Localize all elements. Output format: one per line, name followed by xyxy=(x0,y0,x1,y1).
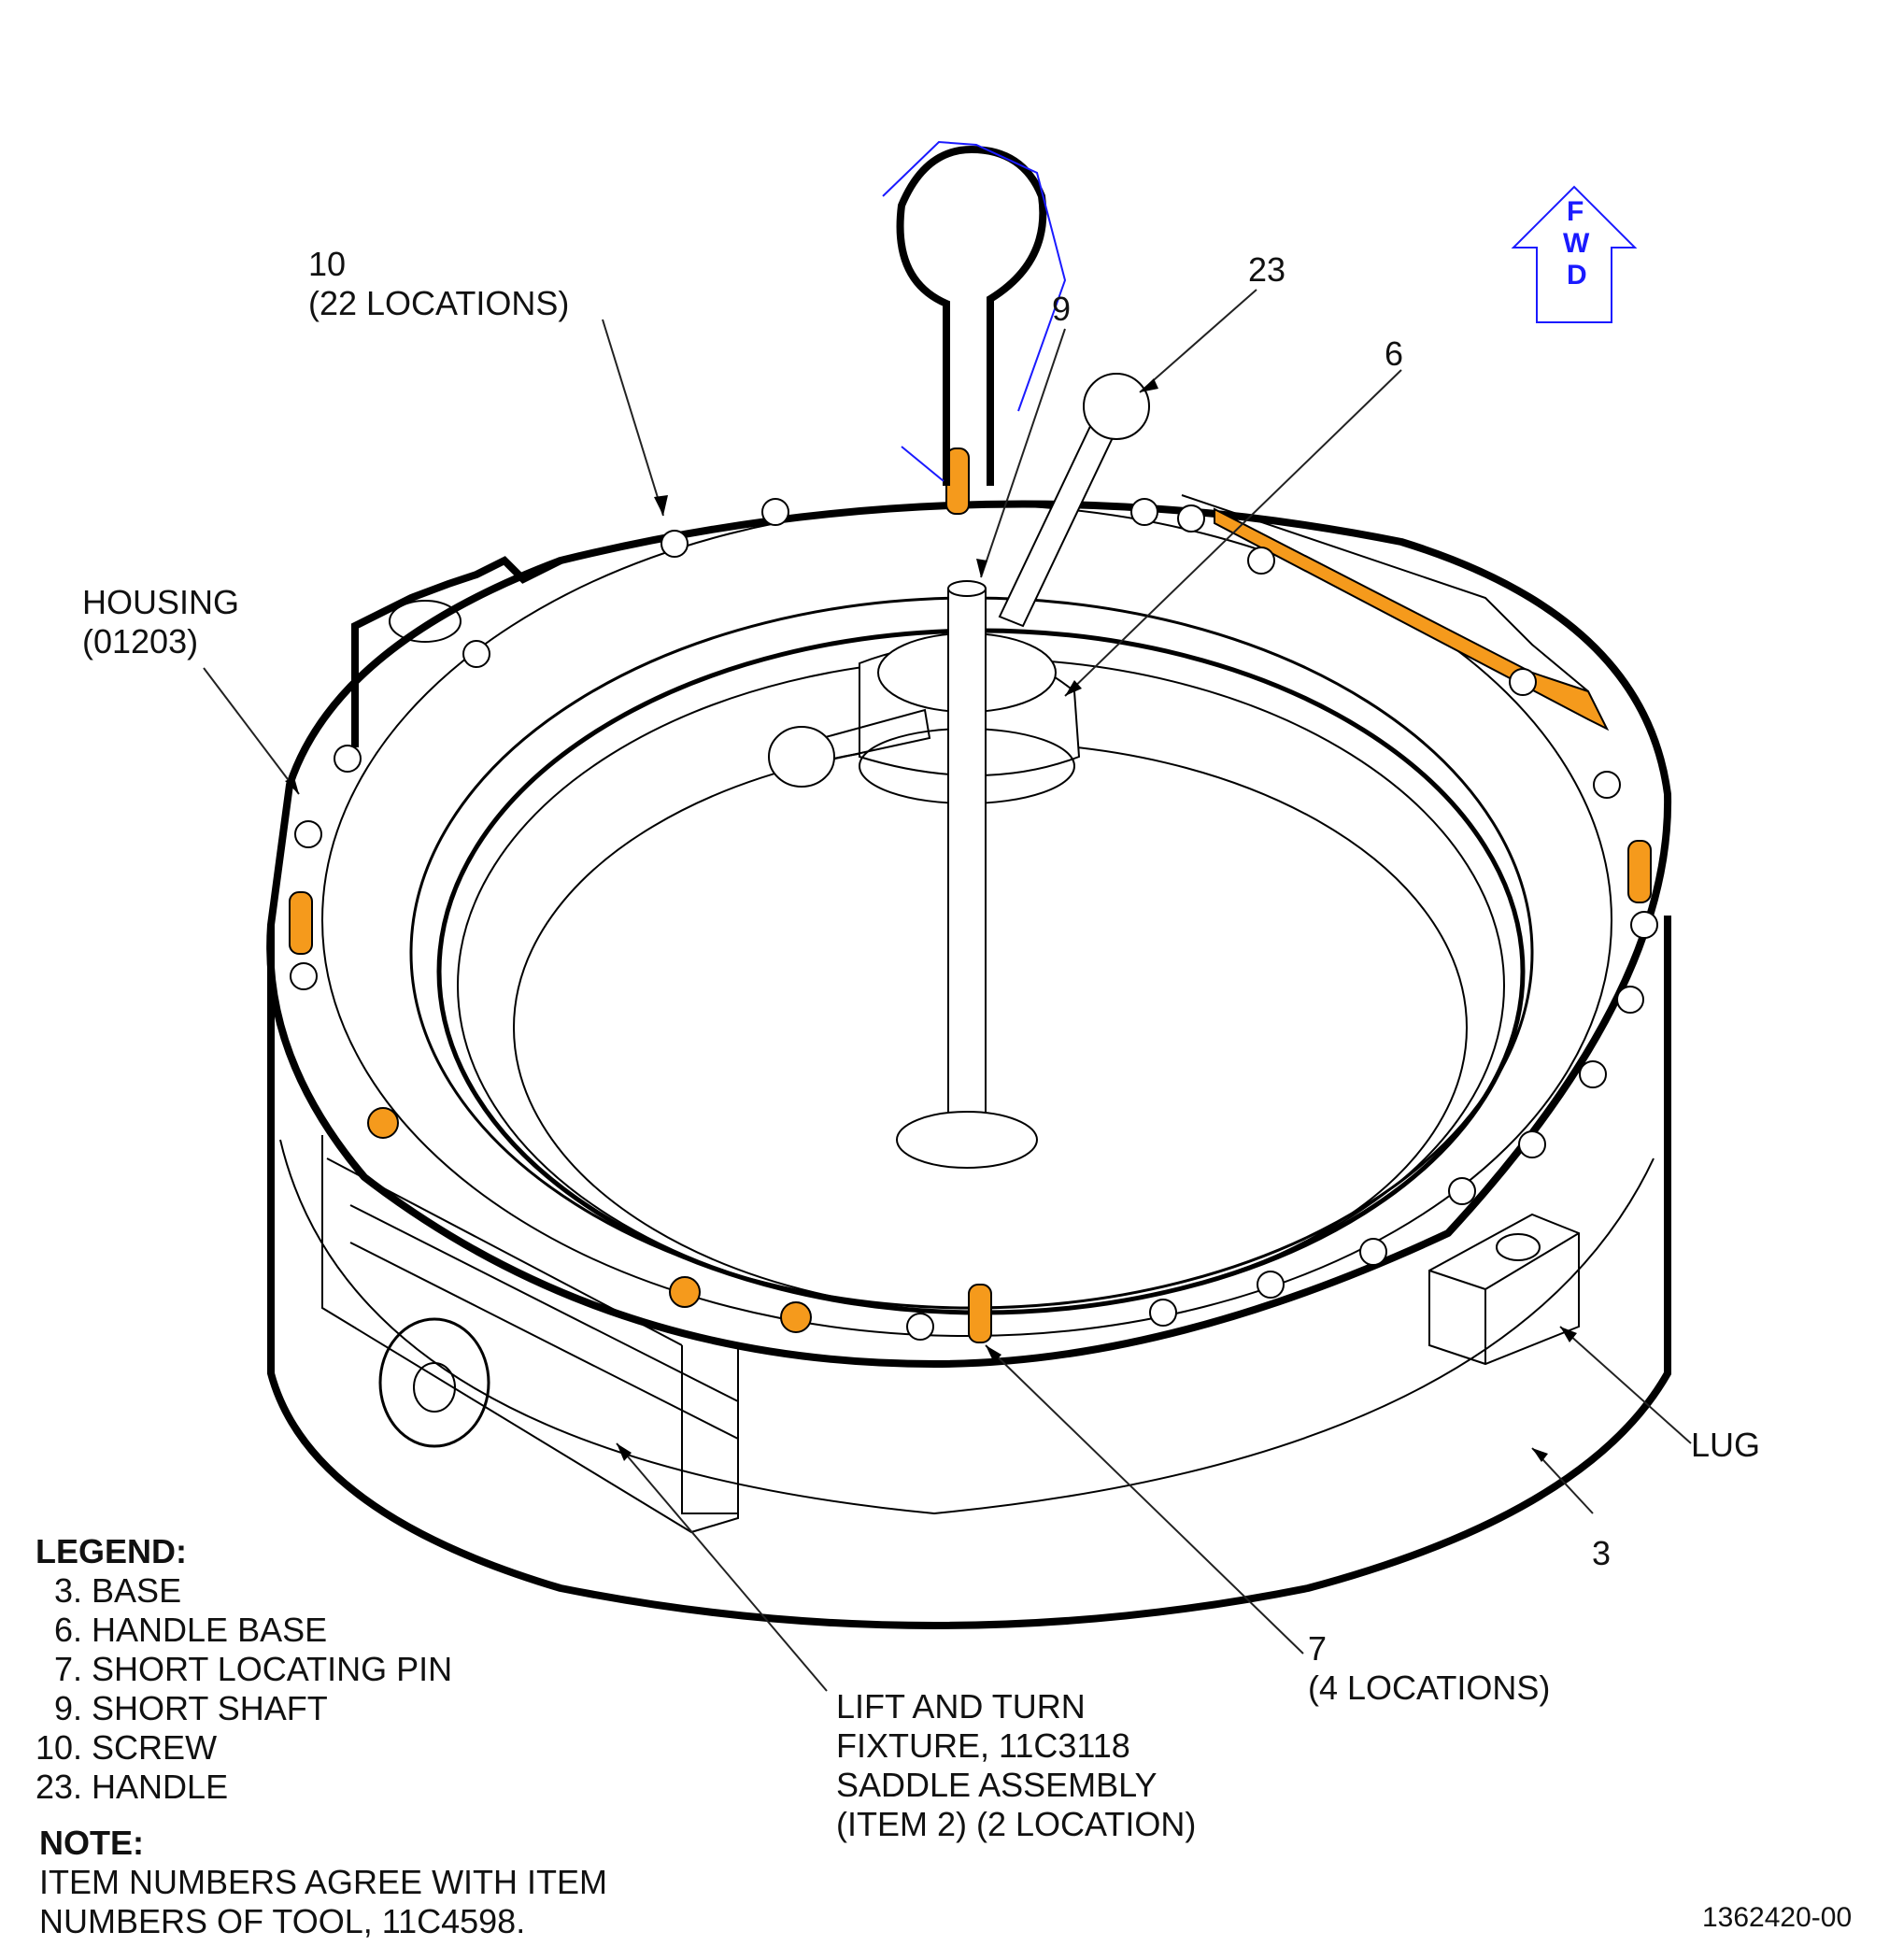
saddle-bar xyxy=(326,1158,739,1514)
fwd-letter-f: F xyxy=(1567,196,1584,227)
legend-item-handle-base: 6. HANDLE BASE xyxy=(36,1611,328,1649)
legend-item-screw: 10. SCREW xyxy=(36,1728,218,1767)
swing-path-line xyxy=(882,140,1067,482)
short-shaft xyxy=(947,588,987,1141)
handle-rod xyxy=(998,419,1118,628)
legend-item-short-locating-pin: 7. SHORT LOCATING PIN xyxy=(36,1650,453,1688)
flange-hole xyxy=(389,600,462,643)
side-arm xyxy=(821,708,931,762)
leader-lines xyxy=(203,289,1692,1692)
callout-6: 6 xyxy=(1385,334,1404,373)
callout-housing-code: (01203) xyxy=(82,622,199,660)
note-line1: ITEM NUMBERS AGREE WITH ITEM xyxy=(39,1863,608,1901)
callout-lug: LUG xyxy=(1691,1426,1761,1464)
bore-floor xyxy=(513,742,1468,1314)
top-rail-outline xyxy=(1181,494,1589,692)
callout-9: 9 xyxy=(1052,290,1072,328)
callout-fixture-line3: SADDLE ASSEMBLY xyxy=(836,1766,1158,1804)
callout-housing: HOUSING xyxy=(82,583,240,621)
leader-arrowheads xyxy=(285,378,1577,1462)
lug-hole xyxy=(1496,1233,1541,1261)
handle-knob xyxy=(1083,373,1150,440)
screw-row xyxy=(290,498,1658,1341)
shaft-foot xyxy=(896,1111,1038,1169)
callout-fixture-line2: FIXTURE, 11C3118 xyxy=(836,1726,1130,1765)
callout-7: 7 xyxy=(1308,1629,1328,1668)
legend-item-base: 3. BASE xyxy=(36,1571,182,1610)
orange-screws xyxy=(367,1107,812,1333)
legend-title: LEGEND: xyxy=(36,1532,187,1570)
lug-block xyxy=(1428,1213,1580,1366)
callout-23: 23 xyxy=(1248,250,1286,289)
side-arm-ring xyxy=(768,726,835,788)
fwd-letter-w: W xyxy=(1563,228,1590,259)
wheel-inner xyxy=(413,1362,456,1413)
callout-10-locations: (22 LOCATIONS) xyxy=(308,284,570,322)
note-title: NOTE: xyxy=(39,1824,144,1862)
legend-item-short-shaft: 9. SHORT SHAFT xyxy=(36,1689,328,1727)
fwd-letter-d: D xyxy=(1567,260,1587,291)
base-inner-line xyxy=(279,1139,1655,1515)
callout-3: 3 xyxy=(1592,1534,1612,1572)
legend-item-handle: 23. HANDLE xyxy=(36,1768,229,1806)
locating-pins xyxy=(289,447,1652,1343)
housing-flange xyxy=(351,556,562,747)
fwd-arrow xyxy=(1511,185,1638,323)
base-outline xyxy=(267,916,1671,1629)
wheel-outer xyxy=(378,1317,490,1448)
callout-fixture-line4: (ITEM 2) (2 LOCATION) xyxy=(836,1805,1197,1843)
housing-outer-edge xyxy=(266,500,1672,1369)
note-line2: NUMBERS OF TOOL, 11C4598. xyxy=(39,1902,526,1940)
lifting-eye xyxy=(896,145,1047,486)
callout-fixture-line1: LIFT AND TURN xyxy=(836,1687,1086,1726)
figure-id: 1362420-00 xyxy=(1702,1902,1853,1933)
callout-7-locations: (4 LOCATIONS) xyxy=(1308,1669,1551,1707)
shaft-top xyxy=(947,580,987,597)
callout-10: 10 xyxy=(308,245,347,283)
